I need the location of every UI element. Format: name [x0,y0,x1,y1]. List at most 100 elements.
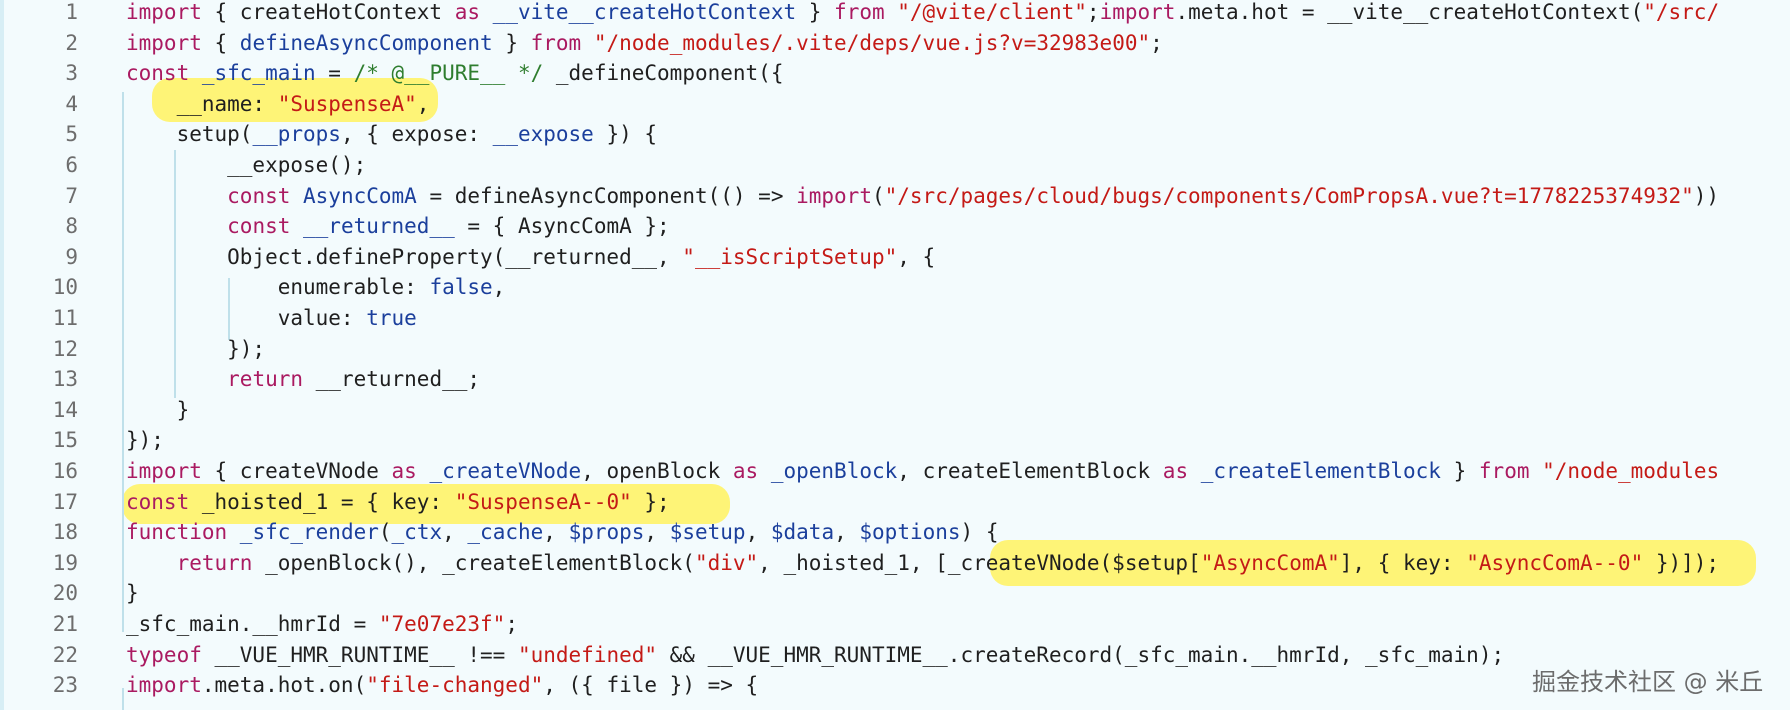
code-token: $setup [669,520,746,545]
code-token: as [732,459,759,483]
code-token: , [416,91,430,116]
highlight-name-line [152,78,438,122]
line-number: 5 [65,122,78,147]
code-text: _sfc_main.__hmrId = "7e07e23f"; [126,609,518,640]
code-token: "/node_modules [1529,459,1720,483]
code-token: const [126,61,190,86]
code-line[interactable]: 23 import.meta.hot.on("file-changed", ({ … [0,670,1790,701]
code-token: }; [631,489,670,514]
code-token: import [1099,0,1176,24]
line-number: 14 [52,397,78,422]
code-text: const __returned__ = { AsyncComA }; [126,211,670,242]
code-line[interactable]: 13 return __returned__; [0,364,1790,395]
code-token: as [454,0,481,24]
code-line[interactable]: 12 }); [0,334,1790,365]
code-token: , [492,275,506,300]
code-token: AsyncComA [290,183,417,208]
indent-guide [122,548,124,578]
code-token: _sfc_main.__hmrId = [126,612,379,636]
code-token: setup( [126,122,253,147]
code-line[interactable]: 15}); [0,425,1790,456]
code-line[interactable]: 19 return _openBlock(), _createElementBl… [0,548,1790,579]
code-token: , [543,520,569,545]
code-line[interactable]: 10 enumerable: false, [0,272,1790,303]
code-token: , createElementBlock [897,459,1163,483]
code-token: ; [1086,0,1100,24]
line-number: 17 [52,489,78,514]
line-number: 11 [52,306,78,330]
code-token [126,214,227,238]
code-line[interactable]: 21_sfc_main.__hmrId = "7e07e23f"; [0,609,1790,640]
code-token: __props [252,122,341,147]
code-token: { createHotContext [201,0,455,24]
code-line[interactable]: 11 value: true [0,303,1790,334]
line-number: 20 [52,581,78,606]
code-token: , [644,520,670,545]
code-token: return [176,550,253,575]
line-number: 7 [65,183,78,208]
code-token: typeof [126,642,202,667]
code-text: function _sfc_render(_ctx, _cache, $prop… [126,517,998,548]
code-token: "AsyncComA--0" [1466,550,1644,575]
code-line[interactable]: 7 const AsyncComA = defineAsyncComponent… [0,181,1790,212]
code-text: import { createVNode as _createVNode, op… [126,456,1719,487]
code-line[interactable]: 17 const _hoisted_1 = { key: "SuspenseA--… [0,487,1790,518]
code-token: }); [126,428,164,453]
code-line[interactable]: 20} [0,578,1790,609]
code-text: } [126,395,190,426]
code-token [126,551,177,575]
code-token: ; [505,612,518,636]
code-token: ], { key: [1339,550,1467,575]
code-line[interactable]: 6 __expose(); [0,150,1790,181]
code-token: defineAsyncComponent [239,30,493,55]
code-token: __returned__; [303,367,481,392]
code-token: "undefined" [517,642,658,667]
code-token: "__isScriptSetup" [682,244,898,269]
code-token: )) [1693,183,1720,208]
line-number: 12 [52,336,78,361]
code-token: as [391,459,417,483]
code-text: const _sfc_main = /* @__PURE__ */ _defin… [126,58,783,89]
line-number: 10 [52,275,78,300]
code-token: = [315,61,354,86]
code-token: ( [871,183,885,208]
code-line[interactable]: 5 setup(__props, { expose: __expose }) { [0,119,1790,150]
code-token: "SuspenseA--0" [454,489,632,514]
code-line[interactable]: 14 } [0,395,1790,426]
code-token: import [126,30,202,55]
code-token: , _hoisted_1, [_createVNode($setup[ [758,550,1201,575]
code-token: , ({ file }) => { [543,673,759,698]
code-line[interactable]: 9 Object.defineProperty(__returned__, "_… [0,242,1790,273]
line-number: 2 [65,30,78,55]
code-text: const AsyncComA = defineAsyncComponent((… [126,181,1719,212]
code-token: , openBlock [581,459,733,483]
code-token: = defineAsyncComponent(() => [416,183,797,208]
code-token: , [745,520,771,545]
code-text: import.meta.hot.on("file-changed", ({ fi… [126,670,758,701]
code-text: const _hoisted_1 = { key: "SuspenseA--0"… [126,487,670,518]
code-token: true [366,306,417,330]
code-line[interactable]: 4 __name: "SuspenseA", [0,89,1790,120]
watermark: 掘金技术社区 @ 米丘 [1532,668,1764,696]
line-number: 4 [65,91,78,116]
code-line[interactable]: 2 import { defineAsyncComponent } from "/… [0,28,1790,59]
code-token [126,367,227,391]
code-text: value: true [126,303,417,334]
highlight-createvnode [990,540,1756,586]
line-number: 6 [65,153,78,177]
code-token: "div" [694,550,759,575]
code-line[interactable]: 8 const __returned__ = { AsyncComA }; [0,211,1790,242]
code-token: const [227,214,291,239]
code-token: Object.defineProperty(__returned__, [126,244,683,269]
code-text: }); [126,334,265,365]
code-token: __expose(); [126,153,367,177]
code-text: import { defineAsyncComponent } from "/n… [126,28,1163,59]
line-number: 23 [52,673,78,698]
code-token: "/@vite/client" [884,0,1087,24]
